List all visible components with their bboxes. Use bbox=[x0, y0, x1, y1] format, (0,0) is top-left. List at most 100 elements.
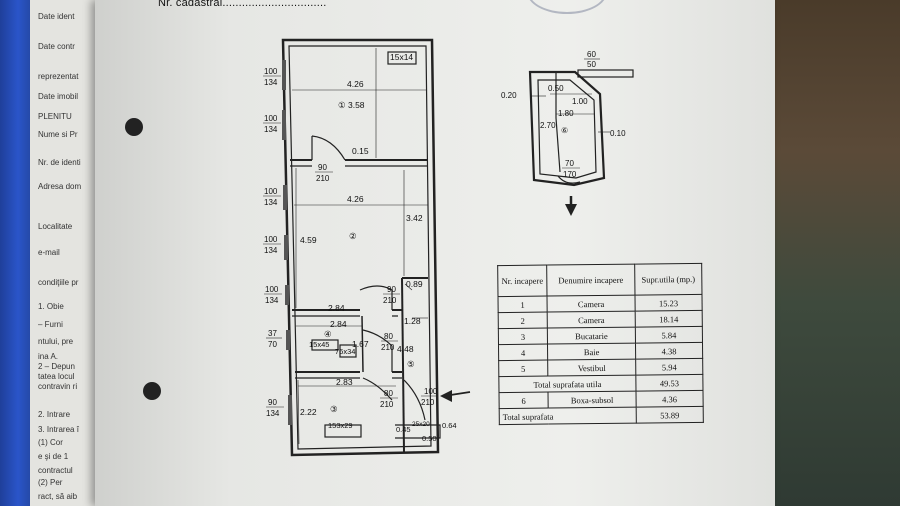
door-den: 210 bbox=[383, 296, 397, 305]
basement-labels: 60 50 0.20 0.50 1.00 1.80 2.70 ⑥ 0.10 70… bbox=[501, 50, 626, 179]
underlying-document-line: Date contr bbox=[38, 42, 75, 51]
window-num: 100 bbox=[264, 235, 278, 244]
cell-nr: 6 bbox=[499, 392, 549, 409]
total-row: Total suprafata 53.89 bbox=[499, 406, 704, 425]
inner-wall bbox=[288, 45, 432, 450]
window-den: 70 bbox=[268, 340, 277, 349]
cell-area: 4.36 bbox=[635, 390, 704, 408]
background-right bbox=[770, 0, 900, 506]
underlying-document-line: (1) Cor bbox=[38, 438, 63, 447]
underlying-document-line: Date ident bbox=[38, 12, 75, 21]
underlying-document-line: Nume si Pr bbox=[38, 130, 78, 139]
window-num: 90 bbox=[268, 398, 277, 407]
basement-outer-wall bbox=[528, 70, 606, 187]
underlying-document-line: 2. Intrare bbox=[38, 410, 71, 419]
basement-arrow-head bbox=[565, 204, 577, 216]
dim-25x20: 25x20 bbox=[412, 421, 430, 428]
underlying-document-line: 3. Intrarea î bbox=[38, 425, 79, 434]
basement-door-den: 170 bbox=[563, 170, 577, 179]
cell-name: Boxa-subsol bbox=[548, 391, 637, 409]
window-num: 100 bbox=[265, 285, 279, 294]
wall-r2-bottom bbox=[292, 277, 428, 311]
plan-walls bbox=[281, 38, 471, 457]
dim-283: 2.83 bbox=[336, 377, 353, 387]
dim-064: 0.64 bbox=[442, 421, 457, 430]
col-header-area: Supr.utila (mp.) bbox=[634, 263, 702, 296]
dimension-labels: 15x14 4.26 ① 3.58 0.15 4.26 3.42 4.59 ② … bbox=[300, 52, 457, 443]
dim-15x45: 15x45 bbox=[309, 340, 329, 349]
basement-inner-wall bbox=[537, 79, 597, 179]
rooms-area-table: Nr. incapere Denumire incapere Supr.util… bbox=[497, 263, 704, 425]
basement-dim-010-label: 0.10 bbox=[610, 129, 626, 138]
cell-nr: 5 bbox=[498, 360, 548, 377]
door-arc-2 bbox=[359, 285, 393, 310]
punch-hole-bottom bbox=[143, 382, 161, 400]
door-num: 90 bbox=[318, 163, 327, 172]
cadastral-dots: ................................ bbox=[222, 0, 327, 9]
underlying-document-line: – Furni bbox=[38, 320, 63, 329]
underlying-document-line: (2) Per bbox=[38, 478, 63, 487]
counter-153x29 bbox=[324, 424, 362, 438]
table-header-row: Nr. incapere Denumire incapere Supr.util… bbox=[497, 263, 702, 297]
total-util-value: 49.53 bbox=[635, 374, 703, 392]
outer-wall bbox=[281, 38, 440, 457]
dim-342: 3.42 bbox=[406, 213, 423, 223]
cadastral-label: Nr. cadastral bbox=[158, 0, 223, 9]
cell-name: Bucatarie bbox=[547, 327, 636, 345]
dim-284a: 2.84 bbox=[328, 303, 345, 313]
wall-vestibule bbox=[401, 277, 405, 453]
room-5-label: ⑤ bbox=[407, 359, 415, 369]
room-2-label: ② bbox=[349, 231, 357, 241]
sink bbox=[339, 344, 357, 358]
basement-door-num: 70 bbox=[565, 159, 574, 168]
basement-dim-100-label: 1.00 bbox=[572, 97, 588, 106]
entrance-stub bbox=[395, 424, 441, 439]
dim-045: 0.45 bbox=[396, 425, 411, 434]
total-util-label: Total suprafata utila bbox=[498, 375, 636, 393]
door-den: 210 bbox=[381, 343, 395, 352]
underlying-document-line: 1. Obie bbox=[38, 302, 64, 311]
dim-284b: 2.84 bbox=[330, 319, 347, 329]
door-den: 210 bbox=[316, 174, 330, 183]
underlying-document-line: Localitate bbox=[38, 222, 73, 231]
underlying-document-line: condiţiile pr bbox=[38, 278, 79, 287]
basement-dim-020-label: 0.20 bbox=[501, 91, 517, 100]
door-num: 80 bbox=[384, 389, 393, 398]
underlying-document-line: Nr. de identi bbox=[38, 158, 81, 167]
underlying-document-line: Adresa dom bbox=[38, 182, 82, 191]
door-arc-1 bbox=[311, 135, 346, 161]
dim-76x34: 76x34 bbox=[335, 347, 355, 356]
window-den: 134 bbox=[265, 296, 279, 305]
door-num: 100 bbox=[424, 387, 438, 396]
door-num: 90 bbox=[387, 285, 396, 294]
window-den: 134 bbox=[264, 125, 278, 134]
col-header-nr: Nr. incapere bbox=[497, 265, 547, 297]
cell-nr: 4 bbox=[498, 344, 548, 361]
basement-window-den: 50 bbox=[587, 60, 596, 69]
col-header-name: Denumire incapere bbox=[546, 264, 635, 297]
window-num: 100 bbox=[264, 187, 278, 196]
underlying-document-line: ntului, pre bbox=[38, 337, 74, 346]
basement-window-num: 60 bbox=[587, 50, 596, 59]
cell-nr: 3 bbox=[498, 328, 548, 345]
basement-window bbox=[577, 69, 634, 78]
door-num: 80 bbox=[384, 332, 393, 341]
window-num: 100 bbox=[264, 114, 278, 123]
total-label: Total suprafata bbox=[499, 407, 637, 425]
underlying-document-line: PLENITU bbox=[38, 112, 72, 121]
basement-plan bbox=[528, 69, 634, 212]
dim-459: 4.59 bbox=[300, 235, 317, 245]
dim-089: 0.89 bbox=[406, 279, 423, 289]
window-num: 37 bbox=[268, 329, 277, 338]
cell-name: Camera bbox=[547, 311, 636, 329]
window-den: 134 bbox=[264, 246, 278, 255]
room-1-label: ① 3.58 bbox=[338, 100, 365, 110]
